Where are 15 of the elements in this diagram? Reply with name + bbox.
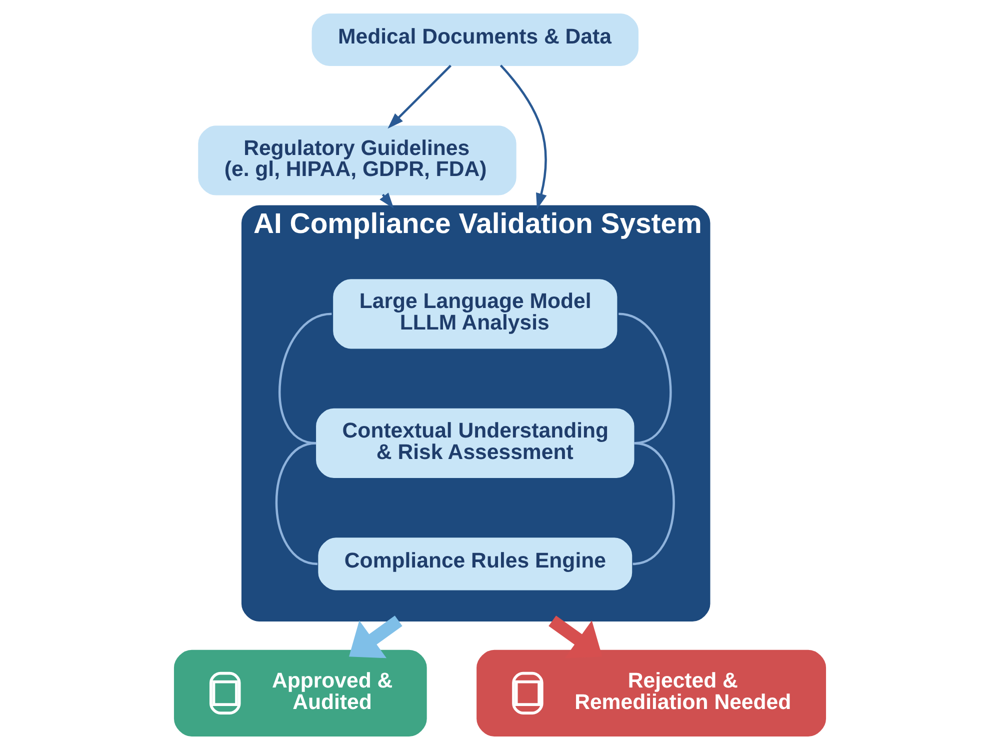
node-box: Contextual Understanding & Risk Assessment bbox=[316, 408, 634, 478]
node-box: Medical Documents & Data bbox=[312, 13, 638, 66]
connector bbox=[275, 442, 318, 566]
arrow bbox=[548, 616, 602, 658]
connector bbox=[278, 312, 332, 444]
node-box: Large Language Model LLLM Analysis bbox=[333, 279, 618, 349]
node-box: Compliance Rules Engine bbox=[318, 538, 632, 590]
node-box: Regulatory Guidelines (e. gl, HIPAA, GDPR, FDA) bbox=[198, 126, 516, 196]
arrow bbox=[388, 64, 452, 129]
connector bbox=[632, 442, 675, 566]
node-box: Rejected & Remediiation Needed bbox=[476, 650, 826, 737]
arrow bbox=[500, 64, 547, 210]
node-box: Approved & Audited bbox=[174, 650, 427, 737]
arrow bbox=[349, 616, 402, 658]
connector bbox=[618, 312, 672, 444]
